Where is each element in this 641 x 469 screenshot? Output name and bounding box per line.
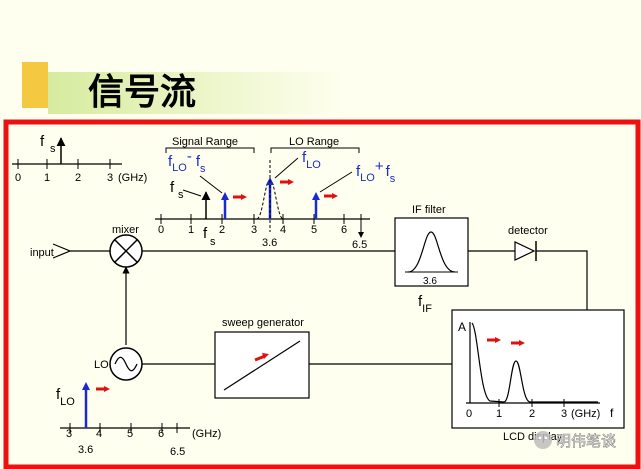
flo-label: fLO xyxy=(56,386,75,408)
tick-1: 1 xyxy=(44,172,50,184)
header-yellow-block xyxy=(22,62,48,108)
flo-label: fLO xyxy=(302,149,321,171)
display-name: LCD display xyxy=(503,431,563,443)
tick-2: 2 xyxy=(75,172,81,184)
tick-4: 4 xyxy=(280,224,286,236)
fs-axis-label: f xyxy=(203,225,208,242)
flo-minus-fs-arrowhead xyxy=(221,192,229,200)
tick-6: 6 xyxy=(341,224,347,236)
red-frame xyxy=(3,119,641,469)
unit-label: (GHz) xyxy=(192,428,221,440)
tick-1: 1 xyxy=(188,224,194,236)
detector-diode xyxy=(514,241,536,261)
sweep-ramp xyxy=(223,340,301,391)
fs-label-sub: s xyxy=(50,143,56,155)
watermark-text: 明伟笔谈 xyxy=(556,433,616,450)
tick-0: 0 xyxy=(158,224,164,236)
lcd-display: A 0 1 2 3 (GHz) f LCD display xyxy=(451,309,625,443)
sweep-generator-label: sweep generator xyxy=(222,317,304,329)
tick-3: 3 xyxy=(107,172,113,184)
unit-label: (GHz) xyxy=(118,172,147,184)
detector-label: detector xyxy=(508,225,548,237)
wechat-icon xyxy=(534,431,552,449)
fs-label-sub: s xyxy=(178,189,184,201)
if-value: 3.6 xyxy=(423,276,437,287)
unit-label: (GHz) xyxy=(571,408,600,420)
signal-range-label: Signal Range xyxy=(172,136,238,148)
tick-6: 6 xyxy=(158,428,164,440)
tick-4: 4 xyxy=(96,428,102,440)
input-spectrum: f s 0 1 2 3 (GHz) xyxy=(12,133,147,184)
watermark: 明伟笔谈 xyxy=(534,431,616,450)
header-green-gradient xyxy=(48,72,348,114)
fif-label: fIF xyxy=(418,293,432,315)
tick-2: 2 xyxy=(529,408,535,420)
if-filter-box xyxy=(394,217,469,287)
marker-3-6: 3.6 xyxy=(262,237,277,249)
flo-arrowhead xyxy=(82,382,90,390)
tick-3: 3 xyxy=(251,224,257,236)
mixer-label: mixer xyxy=(112,224,139,236)
flo-plus-fs-arrowhead xyxy=(312,192,320,200)
marker-6-5: 6.5 xyxy=(352,239,367,251)
page-title: 信号流 xyxy=(88,72,196,113)
marker-6-5: 6.5 xyxy=(170,446,185,458)
fs-label: f xyxy=(40,133,45,150)
tick-3: 3 xyxy=(66,428,72,440)
if-filter-label: IF filter xyxy=(412,204,446,216)
tick-5: 5 xyxy=(311,224,317,236)
f-label: f xyxy=(610,406,614,420)
fs-label: f xyxy=(170,179,175,196)
tick-3: 3 xyxy=(561,408,567,420)
lo-label: LO xyxy=(94,359,109,371)
fs-axis-sub: s xyxy=(210,236,216,248)
lo-range-bracket xyxy=(270,147,360,153)
lo-range-label: LO Range xyxy=(289,136,339,148)
flo-minus-fs-label: fLO-fs xyxy=(168,148,206,175)
tick-0: 0 xyxy=(15,172,21,184)
mixer-spectrum: Signal Range LO Range 0 1 2 3 4 5 6 f s … xyxy=(155,136,396,251)
lo-spectrum: 3 4 5 6 (GHz) fLO 3.6 6.5 xyxy=(56,382,221,458)
signal-range-bracket xyxy=(165,147,255,153)
input-connector xyxy=(52,243,72,259)
marker-3-6: 3.6 xyxy=(78,444,93,456)
flo-plus-fs-label: fLO+fs xyxy=(356,158,396,185)
tick-2: 2 xyxy=(219,224,225,236)
amp-label: A xyxy=(458,320,466,334)
if-filter-curve xyxy=(407,231,456,273)
tick-1: 1 xyxy=(496,408,502,420)
display-trace xyxy=(471,322,598,403)
tick-5: 5 xyxy=(127,428,133,440)
input-label: input xyxy=(30,247,54,259)
tick-0: 0 xyxy=(466,408,472,420)
signal-path: input mixer IF filter 3.6 fIF detector L… xyxy=(30,204,588,399)
